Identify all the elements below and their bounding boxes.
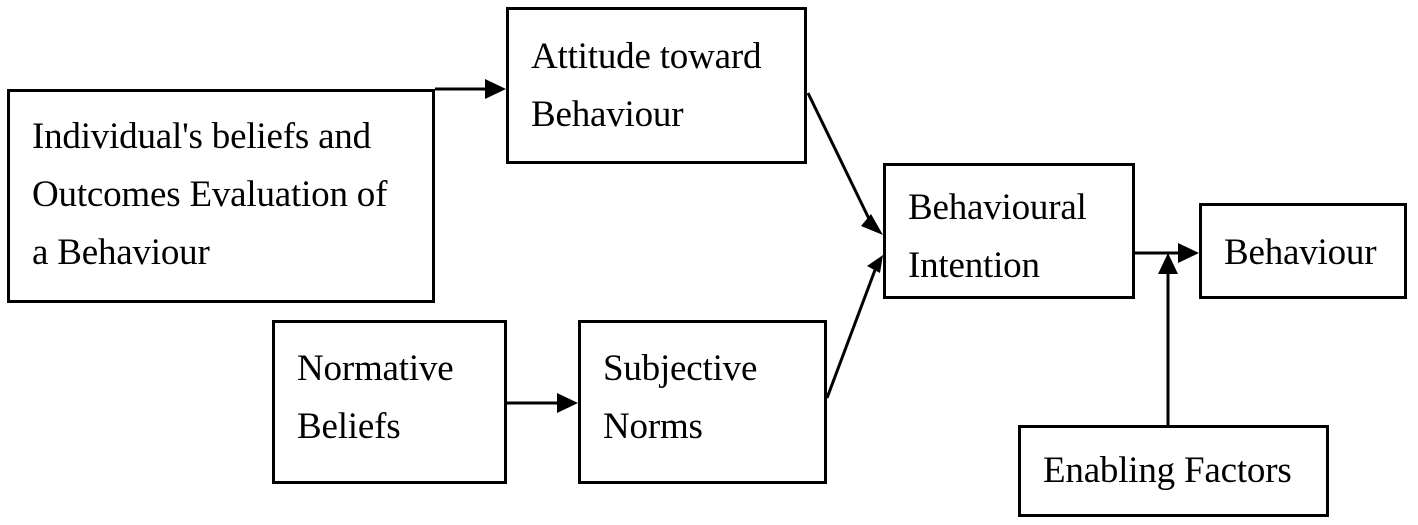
arrowhead [1178, 243, 1199, 263]
node-normative-beliefs: Normative Beliefs [272, 320, 507, 484]
node-behavioural-intention: Behavioural Intention [883, 163, 1135, 299]
arrowhead [861, 214, 883, 235]
node-attitude-toward-behaviour: Attitude toward Behaviour [506, 7, 807, 164]
arrowhead [1158, 253, 1178, 274]
node-label: Behaviour [1224, 232, 1377, 273]
edge-beliefs-to-attitude [435, 79, 506, 99]
arrowhead [867, 255, 883, 273]
node-individual-beliefs: Individual's beliefs and Outcomes Evalua… [7, 89, 435, 303]
node-label: Behavioural Intention [908, 187, 1087, 286]
arrowhead [557, 393, 578, 413]
node-subjective-norms: Subjective Norms [578, 320, 827, 484]
node-label: Individual's beliefs and Outcomes Evalua… [32, 116, 388, 273]
arrowhead [485, 79, 506, 99]
node-label: Normative Beliefs [297, 348, 454, 447]
edge-attitude-to-intention [806, 92, 883, 235]
node-label: Enabling Factors [1043, 450, 1292, 491]
edge-normative-to-subjective [507, 393, 578, 413]
node-label: Attitude toward Behaviour [531, 36, 762, 135]
node-behaviour: Behaviour [1199, 203, 1407, 299]
node-label: Subjective Norms [603, 348, 758, 447]
edge-subjective-to-intention [825, 255, 883, 399]
edge-intention-to-behaviour [1135, 243, 1199, 263]
edge-enabling-to-link [1158, 253, 1178, 425]
node-enabling-factors: Enabling Factors [1018, 425, 1329, 517]
